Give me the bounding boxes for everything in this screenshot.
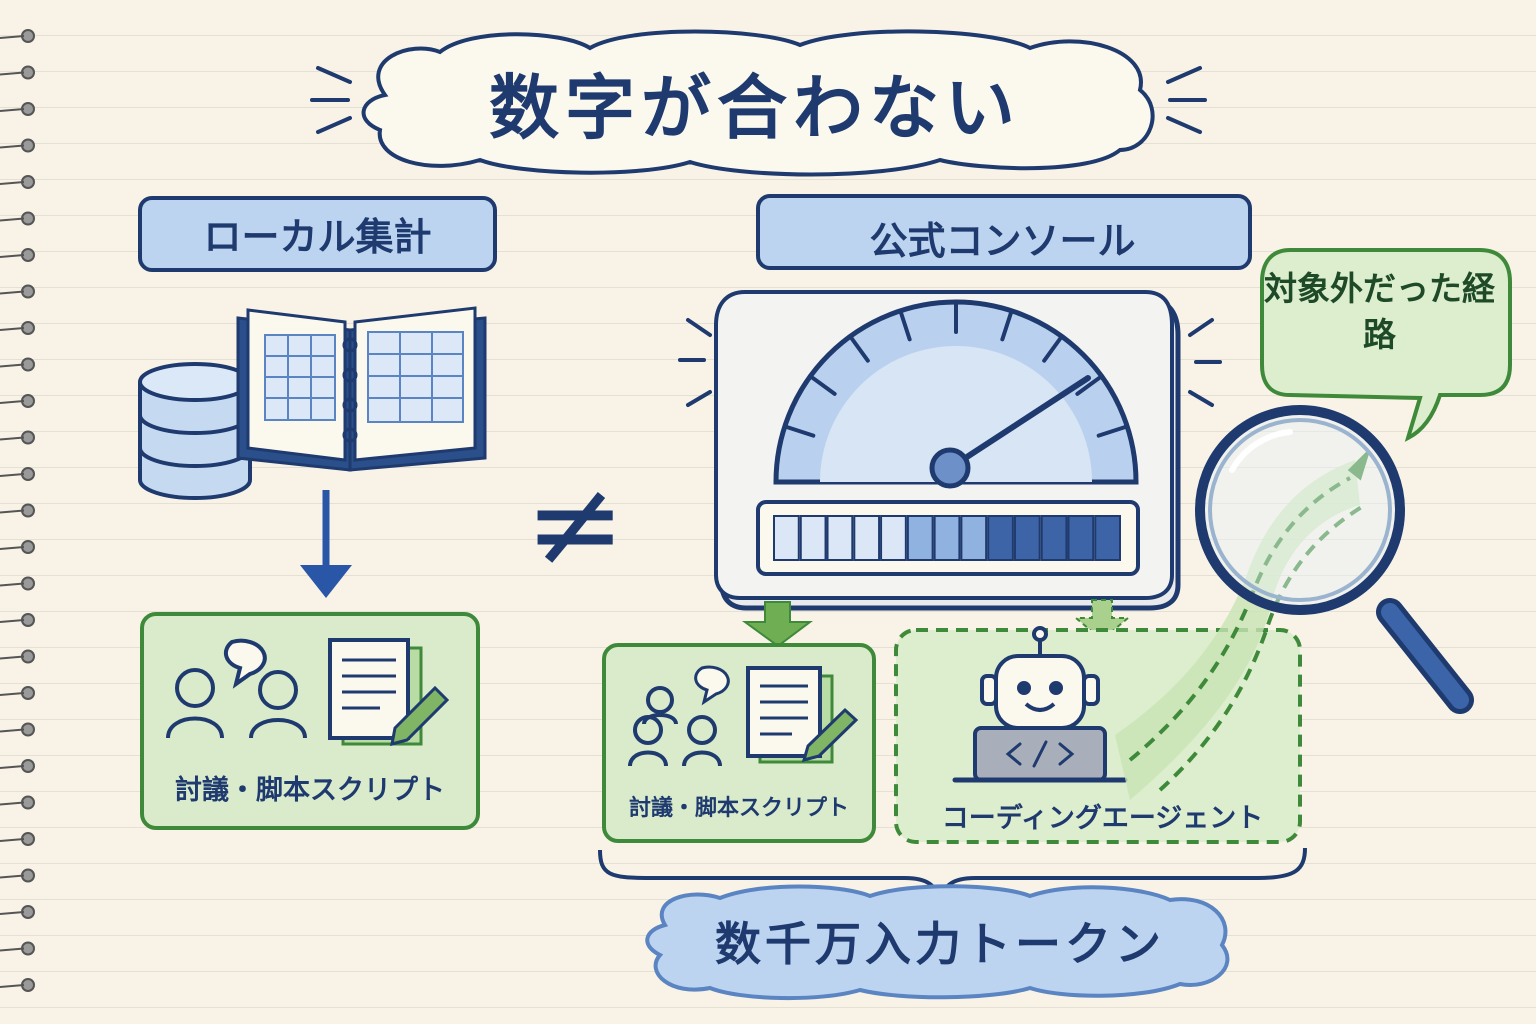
spiral-wire — [0, 692, 25, 696]
console-label-box — [756, 194, 1252, 270]
spiral-wire — [0, 290, 25, 295]
notebook-icon — [236, 306, 487, 472]
chat-bubble-icon-small — [694, 665, 730, 706]
spiral-wire — [0, 984, 25, 988]
gauge-tick — [1000, 308, 1014, 342]
gauge-bar-segment — [773, 515, 800, 561]
coding-agent-label: コーディングエージェント — [941, 803, 1264, 834]
not-equal-sign: ≠ — [524, 455, 626, 594]
title-cloud — [361, 29, 1155, 177]
title-sparks-left — [310, 66, 352, 134]
console-sparks-right — [1188, 318, 1222, 407]
gauge-bar-segment — [1040, 515, 1068, 561]
gauge-tick — [808, 374, 837, 396]
title-sparks-right — [1166, 66, 1207, 134]
spiral-wire — [0, 728, 25, 733]
spiral-wire — [0, 619, 25, 623]
gauge-tick — [1042, 334, 1064, 363]
page-title: 数字が合わない — [489, 67, 1021, 149]
spiral-wire — [0, 327, 25, 331]
spiral-wire — [0, 144, 25, 149]
right-script-label: 討議・脚本スクリプト — [628, 796, 849, 821]
gauge-bar-segment — [1013, 515, 1041, 561]
magnifier-icon — [1195, 405, 1474, 714]
gauge-bar-segment — [906, 515, 934, 561]
spiral-wire — [0, 765, 25, 769]
spiral-wire — [0, 582, 25, 587]
route-bubble-label: 対象外だった経路 — [1264, 269, 1495, 355]
gauge-bar-segment — [1067, 515, 1095, 561]
spiral-wire — [0, 35, 25, 39]
tokens-cloud — [645, 884, 1230, 1001]
people-icon — [166, 668, 307, 739]
gauge-bar-segment — [799, 515, 827, 561]
gauge-bar-segment — [880, 515, 907, 561]
document-pencil-icon — [328, 638, 450, 747]
arrow-down-icon — [300, 490, 352, 598]
spiral-wire — [0, 71, 25, 76]
gauge-bar-segment — [960, 515, 988, 561]
green-arrow-right-icon — [1073, 599, 1131, 642]
gauge-bar-segment — [933, 515, 961, 561]
laptop-code-icon — [952, 726, 1128, 783]
document-pencil-icon-small — [746, 666, 859, 764]
gauge-tick — [782, 424, 816, 438]
tokens-label: 数千万入力トークン — [715, 917, 1165, 971]
local-aggregate-label: ローカル集計 — [203, 215, 432, 259]
gauge-bar-segment — [826, 515, 854, 561]
gauge-tick — [1096, 424, 1130, 438]
local-label-box — [138, 196, 497, 272]
spiral-wire — [0, 400, 25, 404]
people-icon-small — [628, 686, 722, 767]
route-speech-bubble — [1260, 248, 1512, 442]
spiral-wire — [0, 874, 25, 879]
spiral-wire — [0, 947, 25, 952]
spiral-wire — [0, 473, 25, 477]
spiral-wire — [0, 509, 25, 514]
spiral-wire — [0, 436, 25, 441]
spiral-wire — [0, 655, 25, 660]
left-script-label: 討議・脚本スクリプト — [175, 775, 445, 806]
official-console-label: 公式コンソール — [869, 219, 1136, 263]
spiral-wire — [0, 838, 25, 842]
spiral-binding — [0, 29, 35, 992]
spiral-wire — [0, 546, 25, 550]
console-sparks-left — [678, 318, 712, 407]
spiral-wire — [0, 911, 25, 915]
gauge-bar-segment — [1094, 515, 1121, 561]
chat-bubble-icon — [223, 638, 267, 689]
gauge-bar-segment — [987, 515, 1014, 561]
spiral-wire — [0, 363, 25, 368]
gauge-tick — [848, 334, 870, 363]
database-icon — [138, 362, 252, 500]
spiral-wire — [0, 108, 25, 112]
green-arrow-left-icon — [741, 601, 813, 648]
spiral-wire — [0, 801, 25, 806]
gauge-tick — [898, 308, 912, 342]
spiral-wire — [0, 181, 25, 185]
gauge-tick — [1075, 374, 1104, 396]
gauge-bar-segment — [853, 515, 881, 561]
spiral-wire — [0, 217, 25, 222]
spiral-wire — [0, 254, 25, 258]
gauge-icon — [714, 290, 1181, 611]
